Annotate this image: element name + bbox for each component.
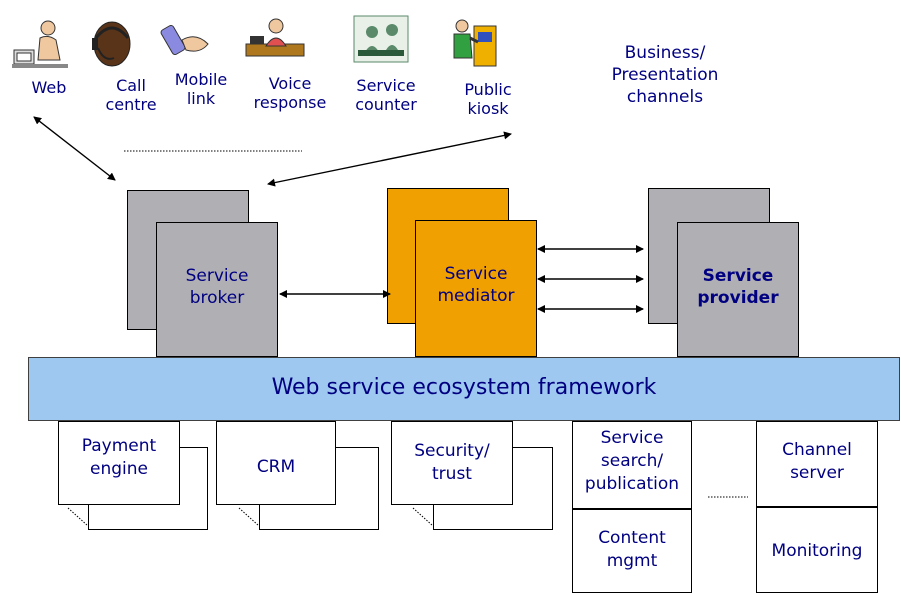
service-broker-box: Service broker xyxy=(156,222,278,357)
channel-server-box: Channel server xyxy=(756,421,878,507)
security-trust-label: Security/ trust xyxy=(414,441,490,484)
web-service-ecosystem-framework: Web service ecosystem framework xyxy=(28,357,900,421)
service-mediator-label: Service mediator xyxy=(437,264,515,306)
public-kiosk-icon xyxy=(453,19,497,67)
channel-label-call-centre: Call centre xyxy=(105,76,157,114)
service-mediator-box: Service mediator xyxy=(415,220,537,357)
payment-engine-label: Payment engine xyxy=(81,436,157,479)
channel-server-label: Channel server xyxy=(782,440,852,483)
payment-engine-dots xyxy=(67,507,89,527)
framework-label: Web service ecosystem framework xyxy=(271,375,657,400)
arrow-web-to-broker xyxy=(33,116,116,181)
content-mgmt-box: Content mgmt xyxy=(572,509,692,593)
service-broker-label: Service broker xyxy=(185,266,249,308)
web-user-computer-icon xyxy=(12,20,68,68)
channel-label-public-kiosk: Public kiosk xyxy=(464,80,512,118)
security-trust-box: Security/ trust xyxy=(391,421,513,505)
payment-engine-box: Payment engine xyxy=(58,421,180,505)
channel-label-voice-response: Voice response xyxy=(253,74,327,112)
service-provider-box: Service provider xyxy=(677,222,799,357)
channel-label-mobile-link: Mobile link xyxy=(174,70,228,108)
content-mgmt-label: Content mgmt xyxy=(598,528,666,571)
monitoring-box: Monitoring xyxy=(756,507,878,593)
monitoring-label: Monitoring xyxy=(771,541,863,561)
arrow-kiosk-to-broker xyxy=(267,131,512,187)
layer-label-presentation-channels: Business/ Presentation channels xyxy=(611,43,719,107)
service-search-box: Service search/ publication xyxy=(572,421,692,509)
security-dots xyxy=(412,507,434,527)
call-centre-operator-icon xyxy=(92,21,131,67)
voice-response-phone-icon xyxy=(245,18,305,57)
mobile-phone-icon xyxy=(160,24,209,56)
channel-label-web: Web xyxy=(31,78,67,97)
service-provider-label: Service provider xyxy=(697,266,779,308)
service-counter-icon xyxy=(353,15,409,63)
crm-label: CRM xyxy=(256,457,296,477)
channel-label-service-counter: Service counter xyxy=(355,76,417,114)
crm-box: CRM xyxy=(216,421,336,505)
service-search-label: Service search/ publication xyxy=(584,428,680,494)
crm-dots xyxy=(238,507,260,527)
